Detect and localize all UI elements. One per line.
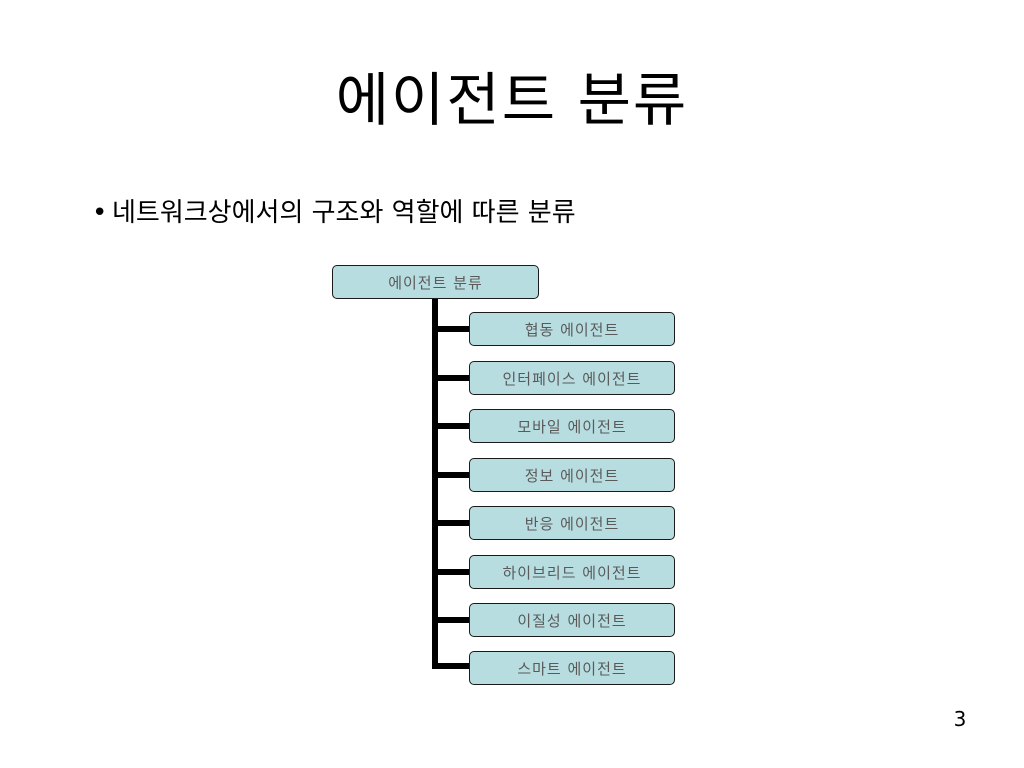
child-node-label: 스마트 에이전트: [517, 659, 627, 678]
child-node-information: 정보 에이전트: [469, 458, 675, 492]
branch-connector: [432, 423, 470, 429]
child-node-interface: 인터페이스 에이전트: [469, 361, 675, 395]
child-node-label: 협동 에이전트: [524, 320, 620, 339]
branch-connector: [432, 520, 470, 526]
branch-connector: [432, 569, 470, 575]
child-node-hybrid: 하이브리드 에이전트: [469, 555, 675, 589]
bullet-marker: •: [92, 198, 108, 228]
child-node-smart: 스마트 에이전트: [469, 651, 675, 685]
branch-connector: [432, 617, 470, 623]
child-node-heterogeneous: 이질성 에이전트: [469, 603, 675, 637]
child-node-reactive: 반응 에이전트: [469, 506, 675, 540]
branch-connector: [432, 663, 470, 669]
child-node-cooperative: 협동 에이전트: [469, 312, 675, 346]
page-number: 3: [953, 707, 967, 731]
child-node-mobile: 모바일 에이전트: [469, 409, 675, 443]
child-node-label: 반응 에이전트: [524, 514, 620, 533]
child-node-label: 모바일 에이전트: [517, 417, 627, 436]
child-node-label: 하이브리드 에이전트: [502, 563, 642, 582]
branch-connector: [432, 326, 470, 332]
vertical-connector: [432, 299, 438, 669]
bullet-item: •네트워크상에서의 구조와 역할에 따른 분류: [92, 195, 576, 231]
branch-connector: [432, 472, 470, 478]
branch-connector: [432, 375, 470, 381]
child-node-label: 정보 에이전트: [524, 466, 620, 485]
bullet-text: 네트워크상에서의 구조와 역할에 따른 분류: [112, 198, 576, 228]
child-node-label: 이질성 에이전트: [517, 611, 627, 630]
root-node-label: 에이전트 분류: [388, 273, 483, 292]
child-node-label: 인터페이스 에이전트: [502, 369, 642, 388]
root-node: 에이전트 분류: [332, 265, 539, 299]
slide-title: 에이전트 분류: [335, 66, 689, 134]
